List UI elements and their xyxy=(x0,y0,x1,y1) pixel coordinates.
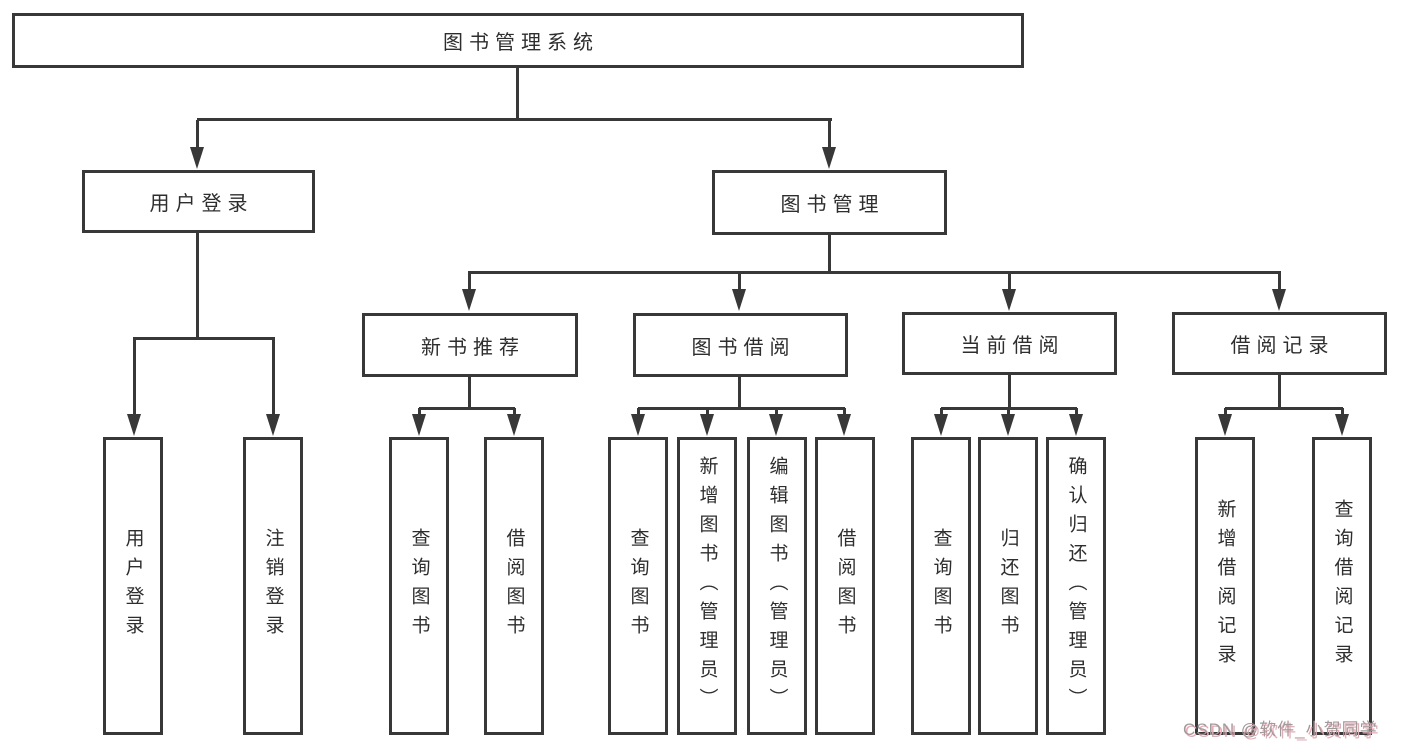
arrow-down-icon xyxy=(1069,414,1083,436)
node-book-borrowing-label: 图书借阅 xyxy=(691,336,796,359)
connector-line xyxy=(197,118,832,121)
connector-line xyxy=(828,120,831,151)
arrow-down-icon xyxy=(700,414,714,436)
node-borrow-books: 借阅图书 xyxy=(815,437,875,735)
node-library-system: 图书管理系统 xyxy=(12,13,1024,68)
node-borrow-books-recommend-label: 借阅图书 xyxy=(503,528,525,644)
connector-line xyxy=(1278,273,1281,293)
node-borrowing-records: 借阅记录 xyxy=(1172,312,1387,375)
connector-line xyxy=(638,407,845,410)
connector-line xyxy=(1341,408,1344,418)
node-new-book-recommend-label: 新书推荐 xyxy=(421,336,525,359)
arrow-down-icon xyxy=(837,414,851,436)
arrow-down-icon xyxy=(631,414,645,436)
connector-line xyxy=(468,271,1281,274)
node-edit-books-admin-label: 编辑图书（管理员） xyxy=(766,455,788,717)
connector-line xyxy=(1278,375,1281,409)
node-query-borrow-record: 查询借阅记录 xyxy=(1312,437,1372,735)
node-query-books-borrow-label: 查询图书 xyxy=(627,528,649,644)
node-query-books-recommend: 查询图书 xyxy=(389,437,449,735)
node-confirm-return-admin: 确认归还（管理员） xyxy=(1046,437,1106,735)
arrow-down-icon xyxy=(769,414,783,436)
arrow-down-icon xyxy=(1218,414,1232,436)
connector-line xyxy=(196,233,199,340)
node-book-borrowing: 图书借阅 xyxy=(633,313,848,377)
csdn-watermark: CSDN @软件_小贺同学 xyxy=(1183,720,1378,739)
connector-line xyxy=(516,68,519,120)
node-query-borrow-record-label: 查询借阅记录 xyxy=(1331,499,1353,673)
arrow-down-icon xyxy=(507,414,521,436)
connector-line xyxy=(513,408,516,418)
node-return-books-label: 归还图书 xyxy=(997,528,1019,644)
node-edit-books-admin: 编辑图书（管理员） xyxy=(747,437,807,735)
node-new-book-recommend: 新书推荐 xyxy=(362,313,578,377)
connector-line xyxy=(775,408,778,418)
node-return-books: 归还图书 xyxy=(978,437,1038,735)
connector-line xyxy=(706,408,709,418)
connector-line xyxy=(637,408,640,418)
node-query-books-current: 查询图书 xyxy=(911,437,971,735)
node-logout-label: 注销登录 xyxy=(262,528,284,644)
connector-line xyxy=(272,339,275,418)
arrow-down-icon xyxy=(822,147,836,169)
node-current-borrowing: 当前借阅 xyxy=(902,312,1117,375)
arrow-down-icon xyxy=(1002,289,1016,311)
connector-line xyxy=(133,339,136,418)
connector-line xyxy=(419,407,515,410)
node-login: 用户登录 xyxy=(103,437,163,735)
connector-line xyxy=(418,408,421,418)
node-user-login-label: 用户登录 xyxy=(149,193,254,215)
arrow-down-icon xyxy=(266,414,280,436)
arrow-down-icon xyxy=(1272,289,1286,311)
node-logout: 注销登录 xyxy=(243,437,303,735)
connector-line xyxy=(1075,408,1078,418)
connector-line xyxy=(738,273,741,293)
node-login-label: 用户登录 xyxy=(122,528,144,644)
arrow-down-icon xyxy=(1001,414,1015,436)
connector-line xyxy=(1008,375,1011,409)
arrow-down-icon xyxy=(1335,414,1349,436)
node-add-borrow-record-label: 新增借阅记录 xyxy=(1214,499,1236,673)
connector-line xyxy=(940,408,943,418)
node-add-books-admin: 新增图书（管理员） xyxy=(677,437,737,735)
node-borrow-books-recommend: 借阅图书 xyxy=(484,437,544,735)
connector-line xyxy=(1224,408,1227,418)
node-query-books-borrow: 查询图书 xyxy=(608,437,668,735)
node-borrowing-records-label: 借阅记录 xyxy=(1230,335,1335,357)
node-book-management: 图书管理 xyxy=(712,170,947,235)
connector-line xyxy=(738,377,741,409)
node-library-system-label: 图书管理系统 xyxy=(443,32,599,54)
arrow-down-icon xyxy=(190,147,204,169)
node-book-management-label: 图书管理 xyxy=(780,194,885,216)
node-query-books-current-label: 查询图书 xyxy=(930,528,952,644)
node-current-borrowing-label: 当前借阅 xyxy=(960,335,1065,357)
arrow-down-icon xyxy=(934,414,948,436)
connector-line xyxy=(1008,273,1011,293)
arrow-down-icon xyxy=(412,414,426,436)
connector-line xyxy=(133,337,275,340)
node-add-borrow-record: 新增借阅记录 xyxy=(1195,437,1255,735)
arrow-down-icon xyxy=(732,289,746,311)
connector-line xyxy=(828,235,831,274)
node-user-login: 用户登录 xyxy=(82,170,315,233)
node-query-books-recommend-label: 查询图书 xyxy=(408,528,430,644)
connector-line xyxy=(1225,407,1343,410)
node-add-books-admin-label: 新增图书（管理员） xyxy=(696,455,718,717)
arrow-down-icon xyxy=(127,414,141,436)
connector-line xyxy=(468,273,471,293)
arrow-down-icon xyxy=(462,289,476,311)
connector-line xyxy=(468,377,471,409)
connector-line xyxy=(196,120,199,151)
connector-line xyxy=(843,408,846,418)
connector-line xyxy=(1007,408,1010,418)
node-confirm-return-admin-label: 确认归还（管理员） xyxy=(1065,455,1087,717)
node-borrow-books-label: 借阅图书 xyxy=(834,528,856,644)
